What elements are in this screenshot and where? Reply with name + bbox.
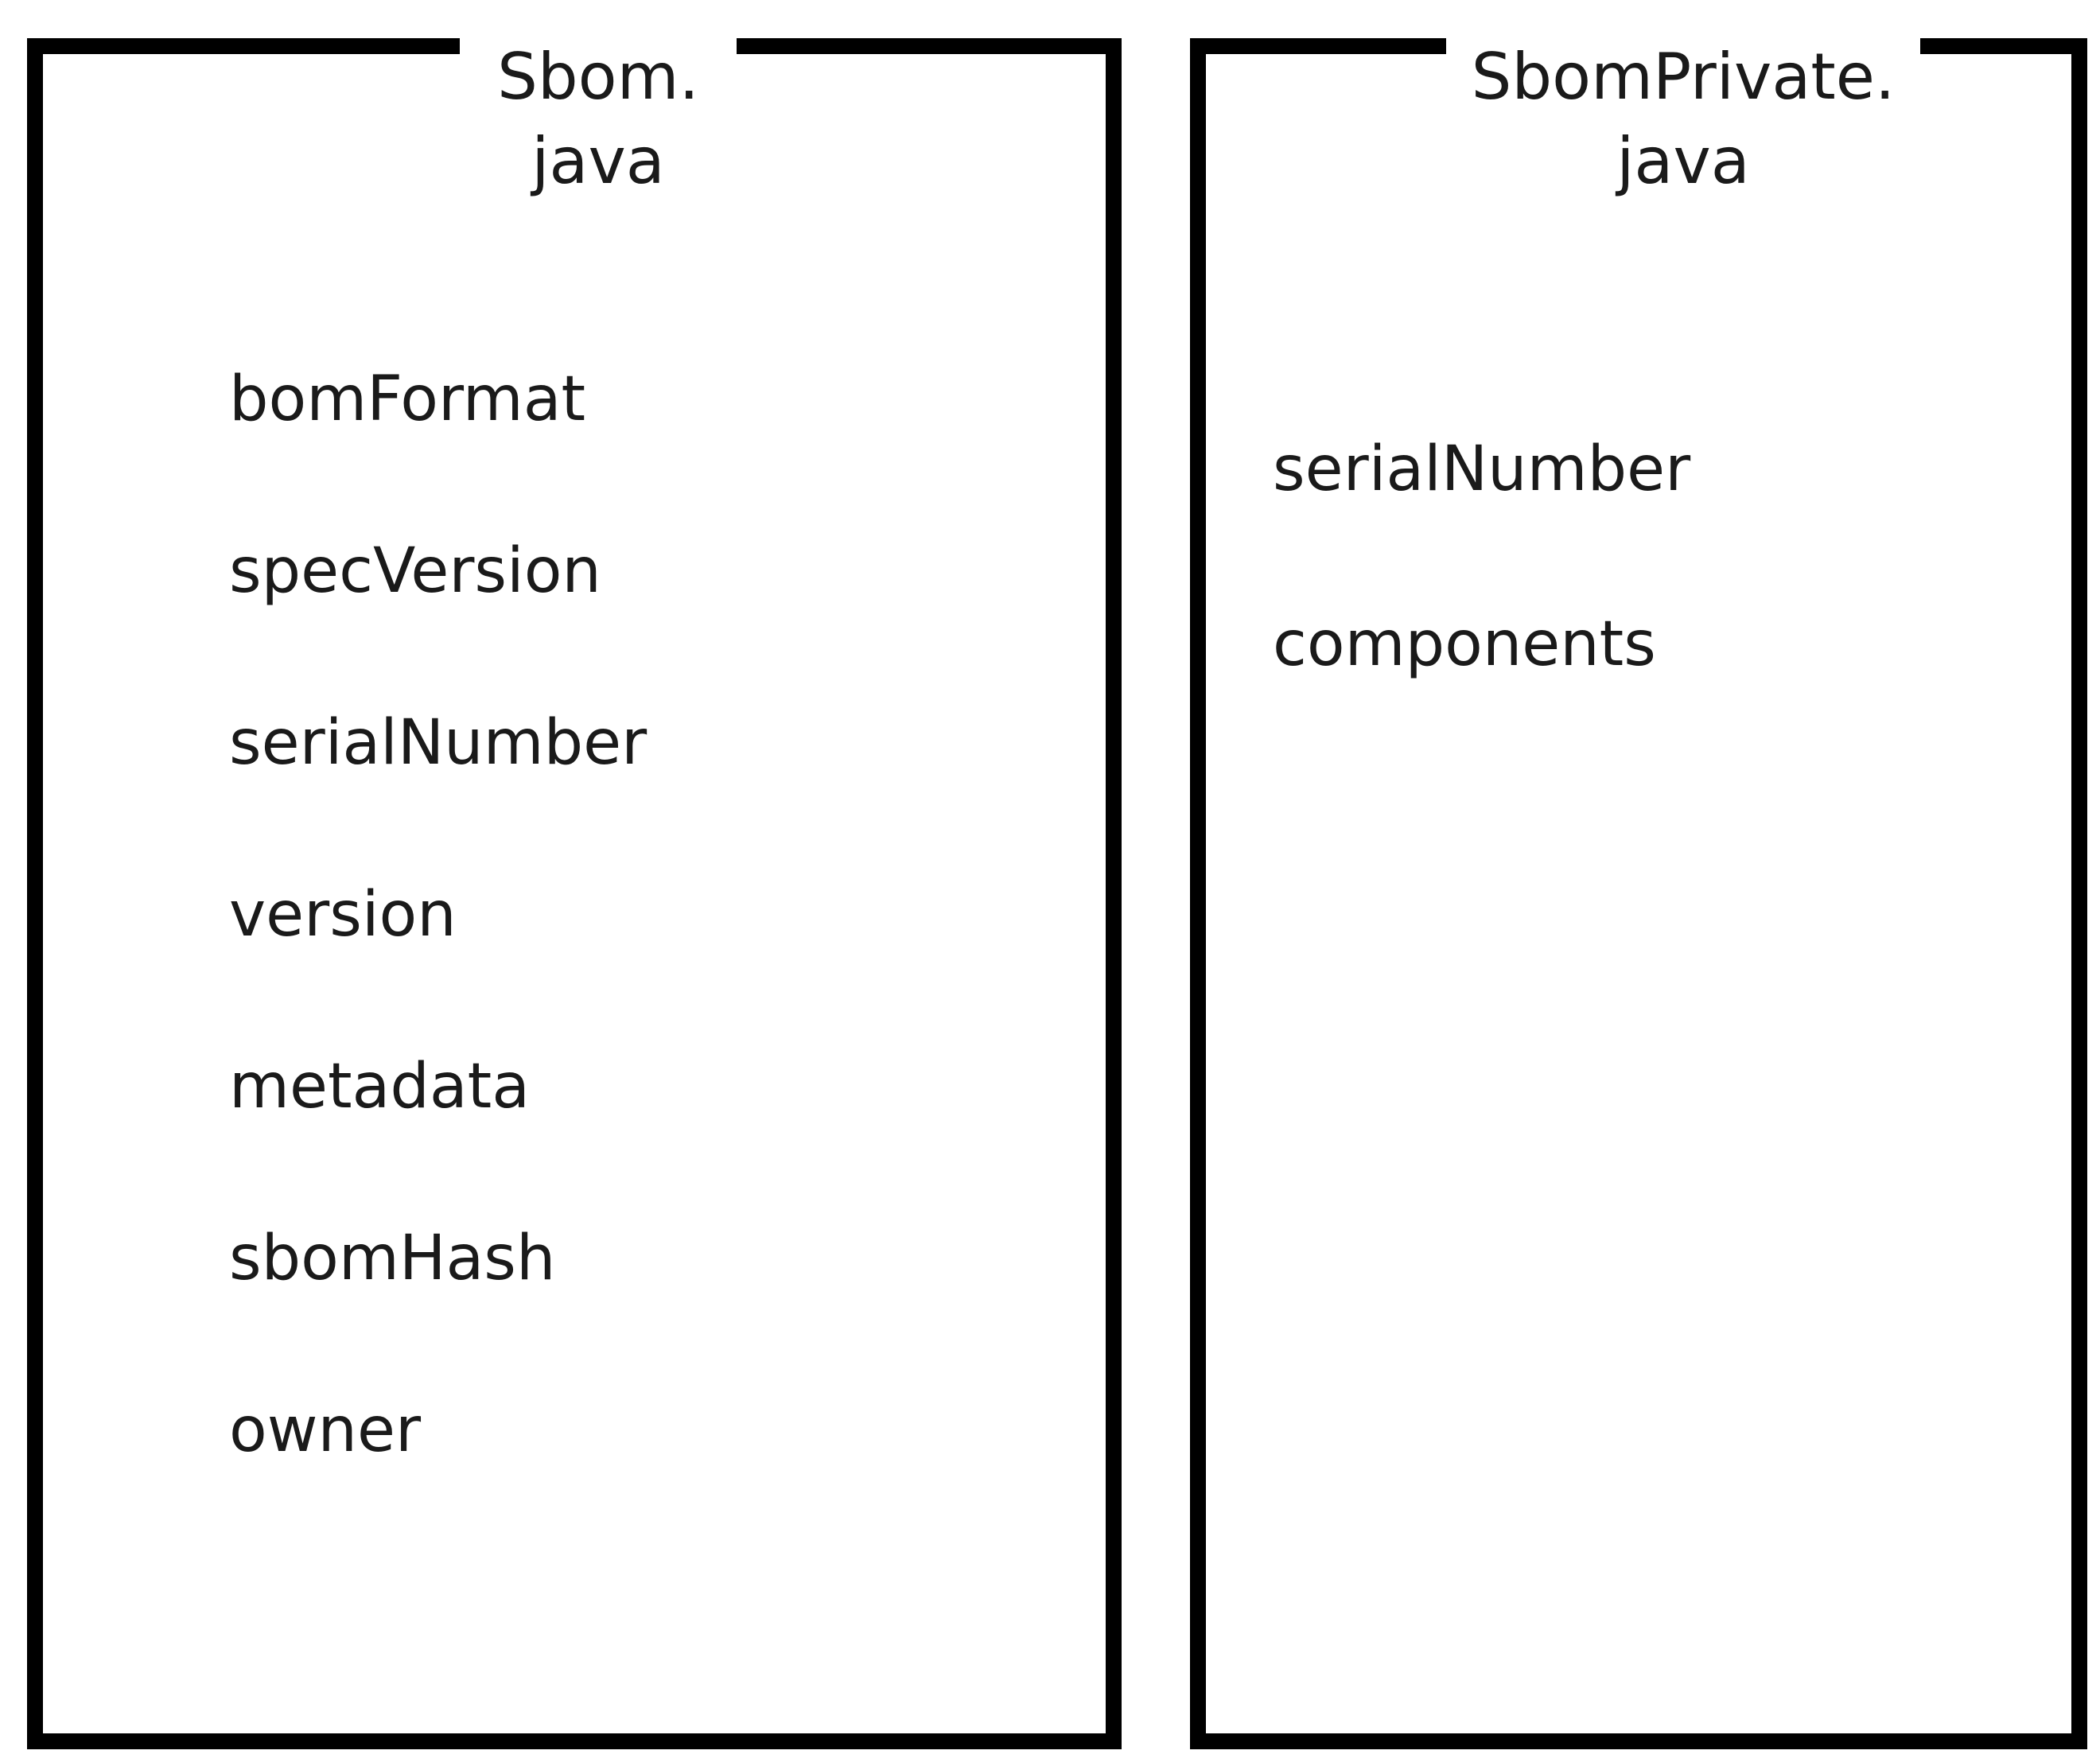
field-item: version xyxy=(229,879,457,951)
field-list-sbom-private: serialNumber components xyxy=(1273,428,1690,686)
field-item: serialNumber xyxy=(1273,434,1691,505)
class-box-sbom: Sbom. java bomFormat specVersion serialN… xyxy=(27,35,1122,1749)
class-title-line-1: Sbom. xyxy=(497,40,699,114)
class-title-line-1: SbomPrivate. xyxy=(1471,40,1896,114)
field-item: owner xyxy=(229,1394,422,1466)
field-list-sbom: bomFormat specVersion serialNumber versi… xyxy=(229,358,647,1472)
class-title-sbom-private: SbomPrivate. java xyxy=(1446,35,1920,204)
field-item: components xyxy=(1273,609,1656,680)
class-box-sbom-private: SbomPrivate. java serialNumber component… xyxy=(1190,35,2087,1749)
class-title-sbom: Sbom. java xyxy=(460,35,737,204)
field-item: specVersion xyxy=(229,535,601,607)
class-title-line-2: java xyxy=(1616,124,1750,198)
field-item: bomFormat xyxy=(229,364,586,435)
field-item: serialNumber xyxy=(229,707,648,779)
class-title-line-2: java xyxy=(531,124,665,198)
field-item: metadata xyxy=(229,1051,531,1122)
field-item: sbomHash xyxy=(229,1223,556,1294)
